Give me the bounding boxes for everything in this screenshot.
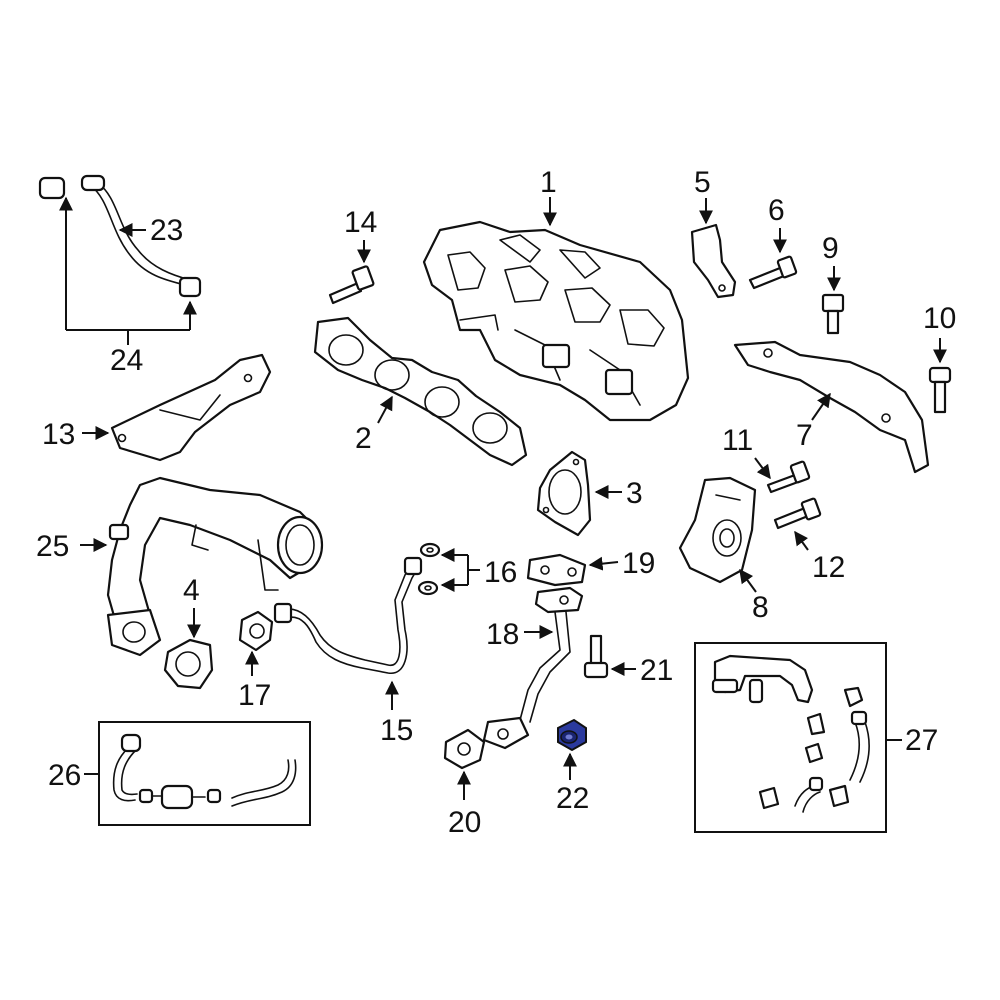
part-17-gasket[interactable] xyxy=(238,610,274,652)
callout-20: 20 xyxy=(448,806,481,839)
part-11-bolt[interactable] xyxy=(766,460,811,494)
callout-26: 26 xyxy=(48,759,81,792)
callout-27: 27 xyxy=(905,724,938,757)
part-8-turbo-shield[interactable] xyxy=(678,476,757,584)
callout-2: 2 xyxy=(355,422,372,455)
callout-18: 18 xyxy=(486,618,519,651)
callout-13: 13 xyxy=(42,418,75,451)
callout-4: 4 xyxy=(183,574,200,607)
part-15-oil-feed-line[interactable] xyxy=(273,556,423,674)
part-16-washers[interactable] xyxy=(417,542,441,596)
callout-11: 11 xyxy=(722,424,753,457)
callout-6: 6 xyxy=(768,194,785,227)
part-5-bracket[interactable] xyxy=(690,223,737,299)
callout-16: 16 xyxy=(484,556,517,589)
part-18-oil-return-tube[interactable] xyxy=(482,586,584,750)
part-6-bolt[interactable] xyxy=(748,255,798,290)
callout-3: 3 xyxy=(626,477,643,510)
part-22-nut-highlighted[interactable] xyxy=(557,718,587,752)
part-1-exhaust-manifold[interactable] xyxy=(422,220,690,422)
part-7-heat-shield[interactable] xyxy=(733,340,930,474)
callout-23: 23 xyxy=(150,214,183,247)
part-3-gasket[interactable] xyxy=(536,450,592,537)
callout-14: 14 xyxy=(344,206,377,239)
part-14-bolt[interactable] xyxy=(328,265,375,305)
callout-17: 17 xyxy=(238,679,271,712)
callout-22: 22 xyxy=(556,782,589,815)
callout-21: 21 xyxy=(640,654,673,687)
part-25-intake-pipe[interactable] xyxy=(106,476,324,657)
part-10-bolt[interactable] xyxy=(928,366,952,414)
callout-12: 12 xyxy=(812,551,845,584)
part-27-coolant-line-kit[interactable] xyxy=(694,642,887,833)
callout-10: 10 xyxy=(923,302,956,335)
part-21-bolt[interactable] xyxy=(583,634,609,679)
callout-24-bracket-lines xyxy=(59,196,197,345)
callout-16-lines xyxy=(440,548,480,592)
part-13-bracket[interactable] xyxy=(110,353,272,462)
callout-19: 19 xyxy=(622,547,655,580)
callout-25: 25 xyxy=(36,530,69,563)
part-2-manifold-gasket[interactable] xyxy=(313,316,528,467)
part-19-gasket[interactable] xyxy=(526,553,587,587)
callout-15: 15 xyxy=(380,714,413,747)
callout-24: 24 xyxy=(110,344,143,377)
callout-9: 9 xyxy=(822,232,839,265)
callout-8: 8 xyxy=(752,591,769,624)
part-23-hose[interactable] xyxy=(38,174,202,298)
part-20-gasket[interactable] xyxy=(443,728,486,770)
part-4-gasket[interactable] xyxy=(163,638,214,690)
part-26-hose-kit[interactable] xyxy=(98,721,311,826)
callout-5: 5 xyxy=(694,166,711,199)
callout-1: 1 xyxy=(540,166,557,199)
part-12-bolt[interactable] xyxy=(773,497,822,530)
callout-7: 7 xyxy=(796,419,813,452)
part-9-bolt[interactable] xyxy=(821,293,845,335)
